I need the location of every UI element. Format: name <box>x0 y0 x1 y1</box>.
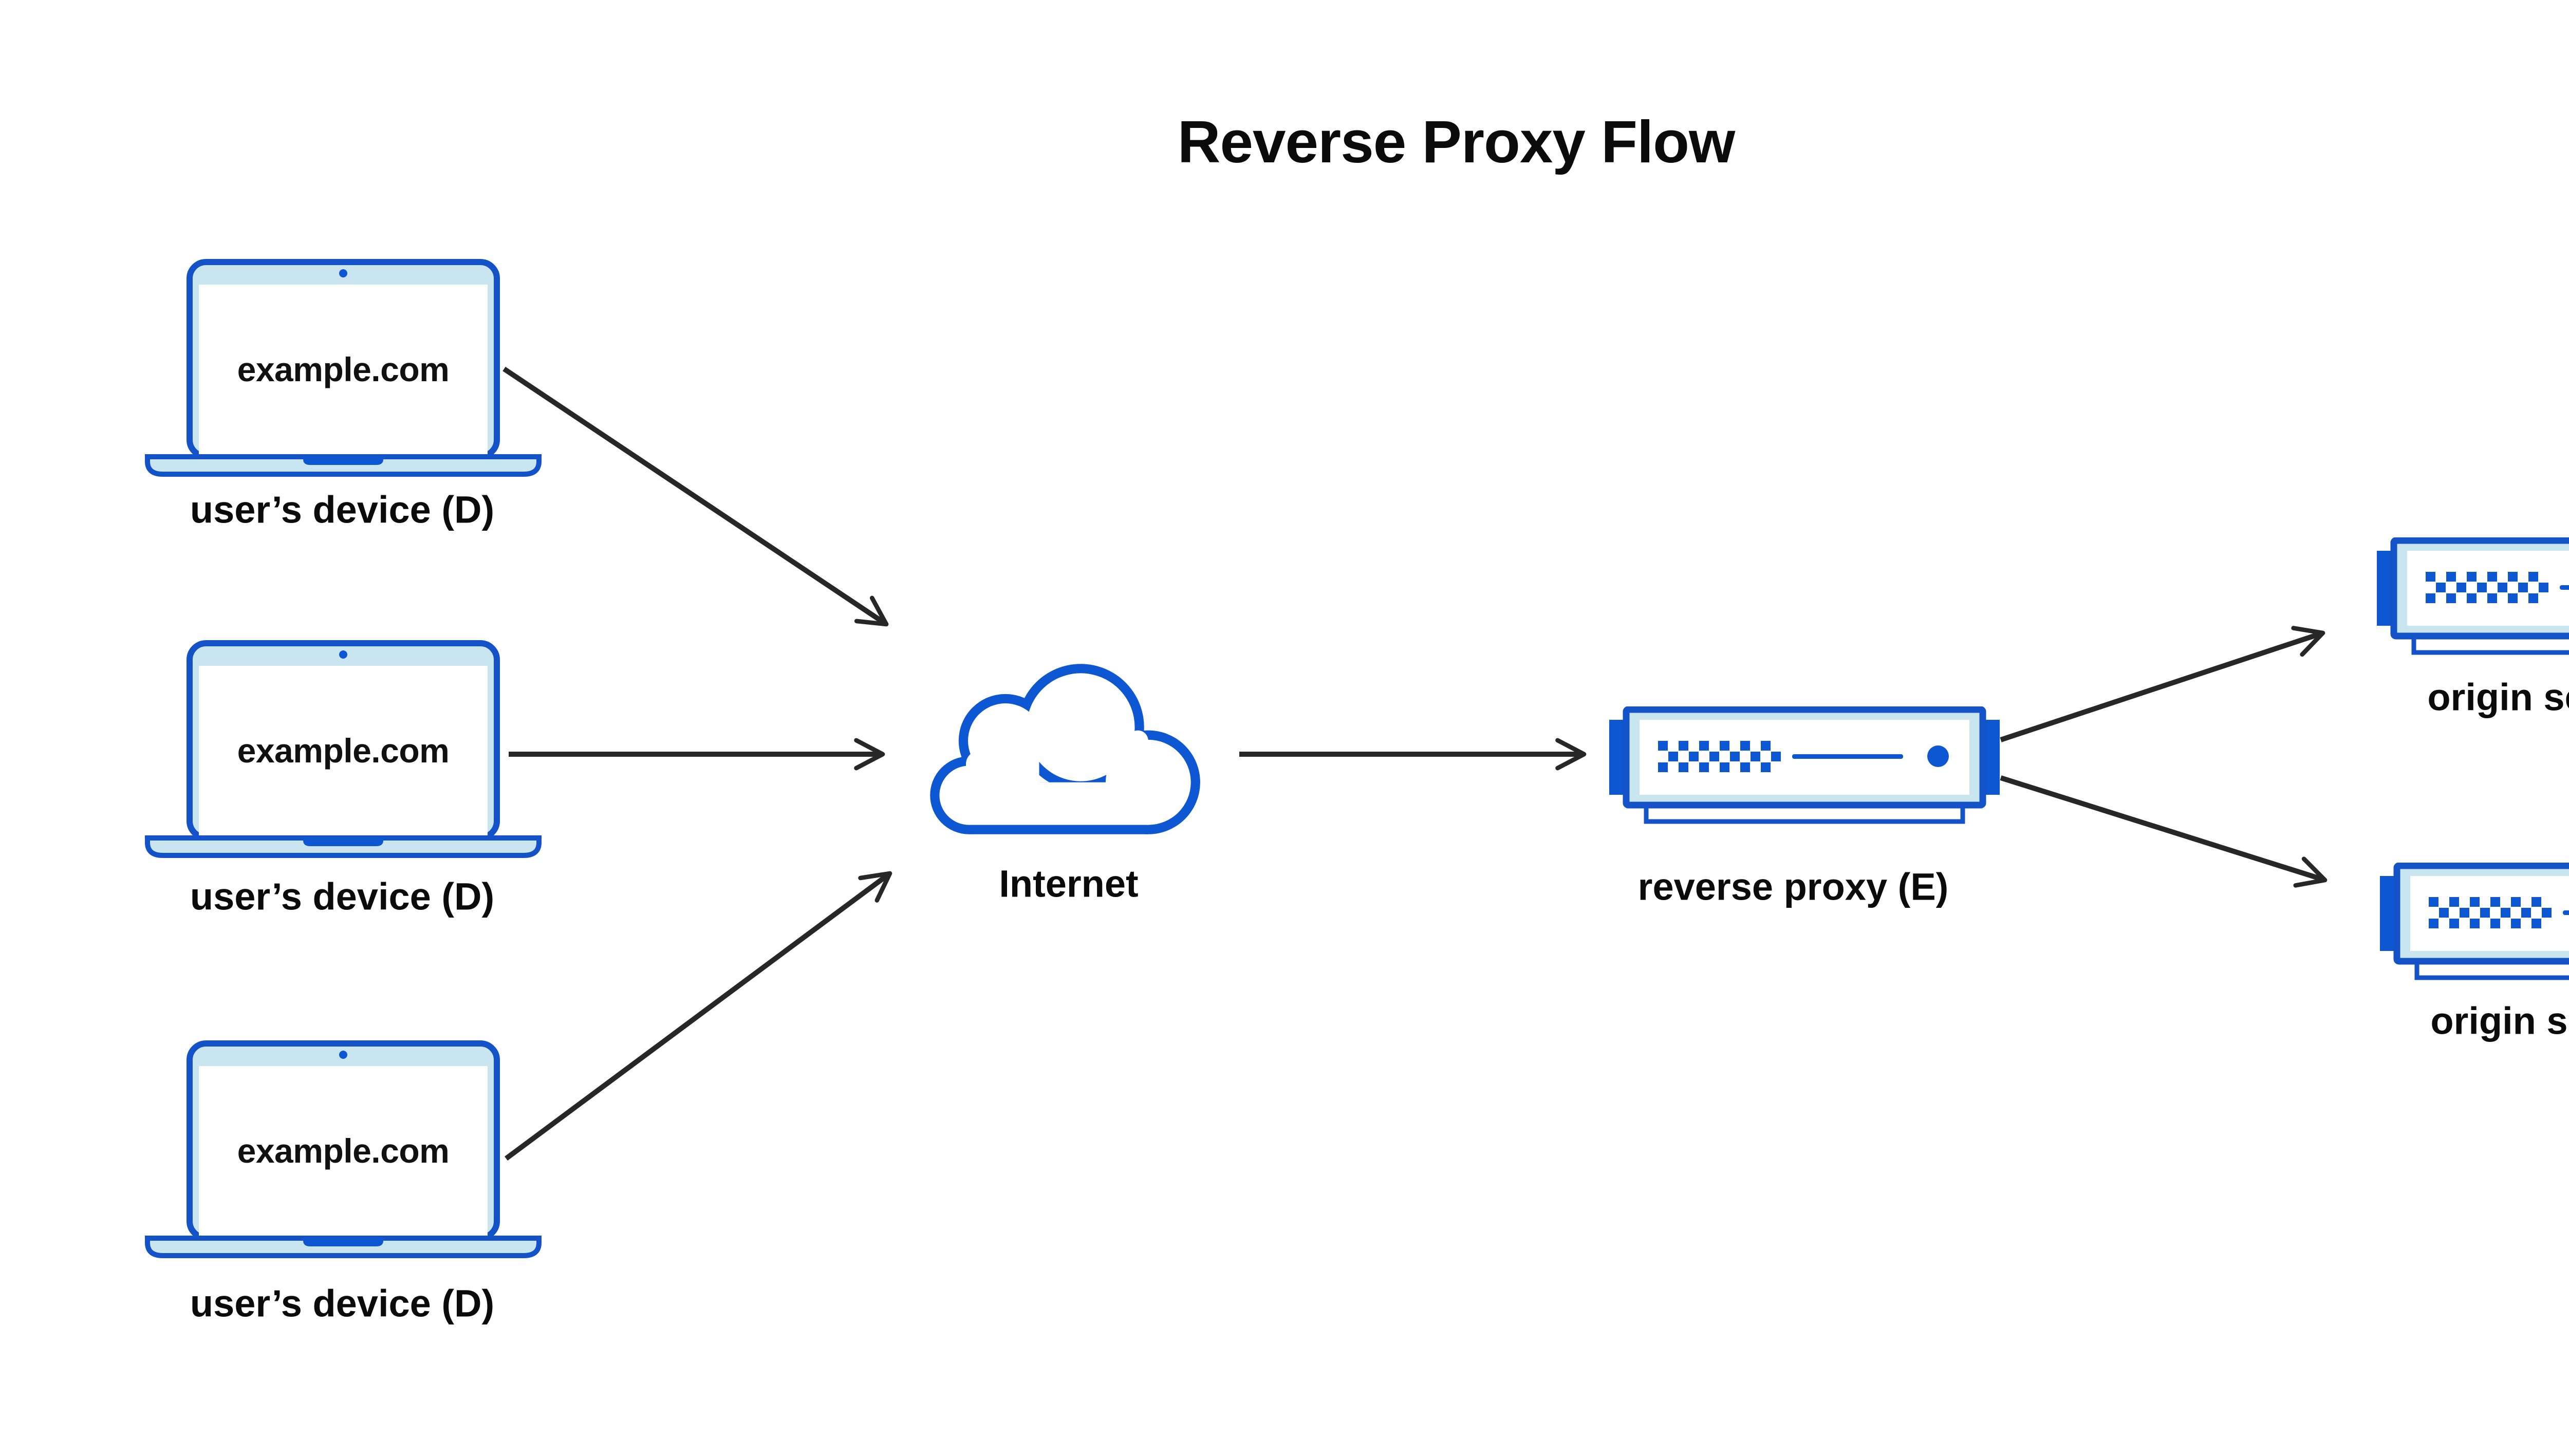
camera-dot-icon <box>339 650 347 659</box>
server-icon <box>2380 863 2569 980</box>
origin-server-2 <box>2380 863 2569 982</box>
arrow-proxy-origin2 <box>2000 775 2328 888</box>
laptop-base <box>145 454 542 477</box>
server-vent-dots <box>2426 572 2548 603</box>
laptop-base-notch <box>303 1238 383 1246</box>
laptop-icon <box>145 259 542 477</box>
server-power-led <box>1927 745 1949 767</box>
origin-caption: origin server (F) <box>2427 676 2569 719</box>
laptop-display <box>199 285 488 454</box>
reverse-proxy-node <box>1609 706 2001 826</box>
server-icon <box>1609 706 2000 824</box>
laptop-base <box>145 1236 542 1258</box>
device-screen-text: example.com <box>237 732 450 770</box>
device-caption: user’s device (D) <box>190 488 495 531</box>
device-screen-text: example.com <box>237 350 450 388</box>
laptop-display <box>199 1066 488 1236</box>
server-left-tab <box>1609 720 1623 795</box>
server-vent-dots <box>2429 897 2552 928</box>
arrow-device1-internet <box>502 366 889 627</box>
device-screen-text: example.com <box>237 1132 450 1170</box>
cloud-icon <box>930 664 1200 834</box>
server-slot-line <box>2560 585 2569 590</box>
device-caption: user’s device (D) <box>190 1282 495 1325</box>
arrow-proxy-origin1 <box>2000 626 2325 742</box>
server-slot-line <box>2563 910 2569 915</box>
diagram-title: Reverse Proxy Flow <box>1177 108 1736 175</box>
cloud-body <box>939 673 1191 825</box>
laptop-base-notch <box>303 457 383 465</box>
proxy-caption: reverse proxy (E) <box>1637 865 1949 908</box>
device-caption: user’s device (D) <box>190 875 495 918</box>
camera-dot-icon <box>339 1051 347 1059</box>
server-left-tab <box>2377 551 2391 626</box>
server-slot-line <box>1792 754 1903 759</box>
laptop-icon <box>145 1040 542 1258</box>
user-device-3 <box>145 1038 542 1259</box>
laptop-base-notch <box>303 838 383 846</box>
user-device-1 <box>145 257 542 478</box>
server-left-tab <box>2380 876 2394 951</box>
internet-caption: Internet <box>999 862 1139 905</box>
origin-server-1 <box>2377 537 2569 657</box>
user-device-2 <box>145 638 542 859</box>
server-icon <box>2377 537 2569 655</box>
camera-dot-icon <box>339 269 347 277</box>
laptop-display <box>199 666 488 835</box>
arrow-device3-internet <box>505 871 892 1161</box>
server-right-tab <box>1986 720 2000 795</box>
laptop-icon <box>145 640 542 858</box>
server-vent-dots <box>1658 741 1781 772</box>
internet-node <box>920 659 1205 838</box>
laptop-base <box>145 835 542 858</box>
origin-caption: origin server (F) <box>2430 999 2569 1042</box>
